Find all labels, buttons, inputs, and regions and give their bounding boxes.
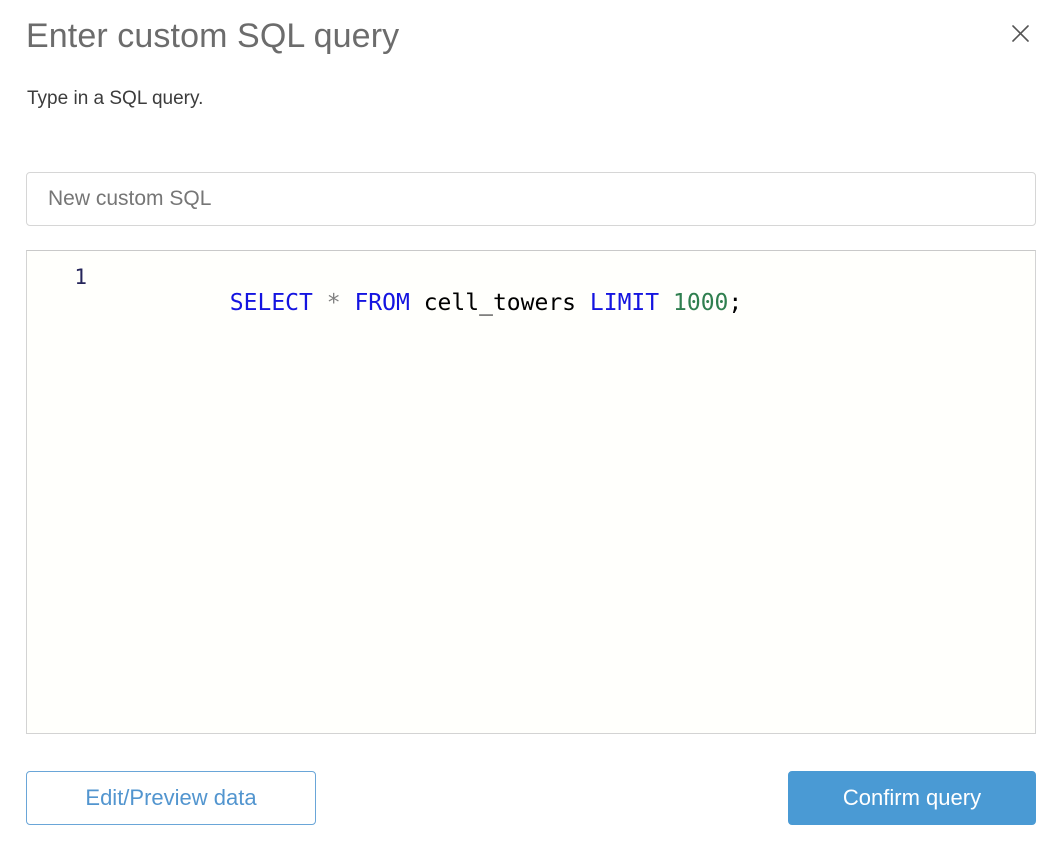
sql-token-semicolon: ;: [728, 290, 743, 316]
page-title: Enter custom SQL query: [26, 17, 400, 55]
sql-code-line: SELECT * FROM cell_towers LIMIT 1000;: [93, 264, 742, 342]
sql-token-space-3: [410, 290, 424, 316]
dialog-subtitle: Type in a SQL query.: [27, 88, 204, 109]
editor-line: 1 SELECT * FROM cell_towers LIMIT 1000;: [27, 251, 1035, 316]
line-number: 1: [74, 265, 87, 289]
sql-editor[interactable]: 1 SELECT * FROM cell_towers LIMIT 1000;: [26, 250, 1036, 734]
sql-token-space-5: [659, 290, 673, 316]
sql-token-space-4: [576, 290, 590, 316]
sql-token-keyword-select: SELECT: [229, 290, 313, 316]
sql-token-space-2: [341, 290, 355, 316]
sql-token-table-name: cell_towers: [423, 290, 577, 316]
confirm-query-button[interactable]: Confirm query: [788, 771, 1036, 825]
sql-token-number: 1000: [673, 290, 729, 316]
sql-token-space-1: [313, 290, 327, 316]
query-name-input[interactable]: [26, 172, 1036, 226]
edit-preview-data-button[interactable]: Edit/Preview data: [26, 771, 316, 825]
close-icon[interactable]: [1005, 18, 1035, 48]
sql-token-keyword-from: FROM: [354, 290, 410, 316]
sql-token-keyword-limit: LIMIT: [589, 290, 660, 316]
sql-token-asterisk: *: [326, 290, 341, 316]
